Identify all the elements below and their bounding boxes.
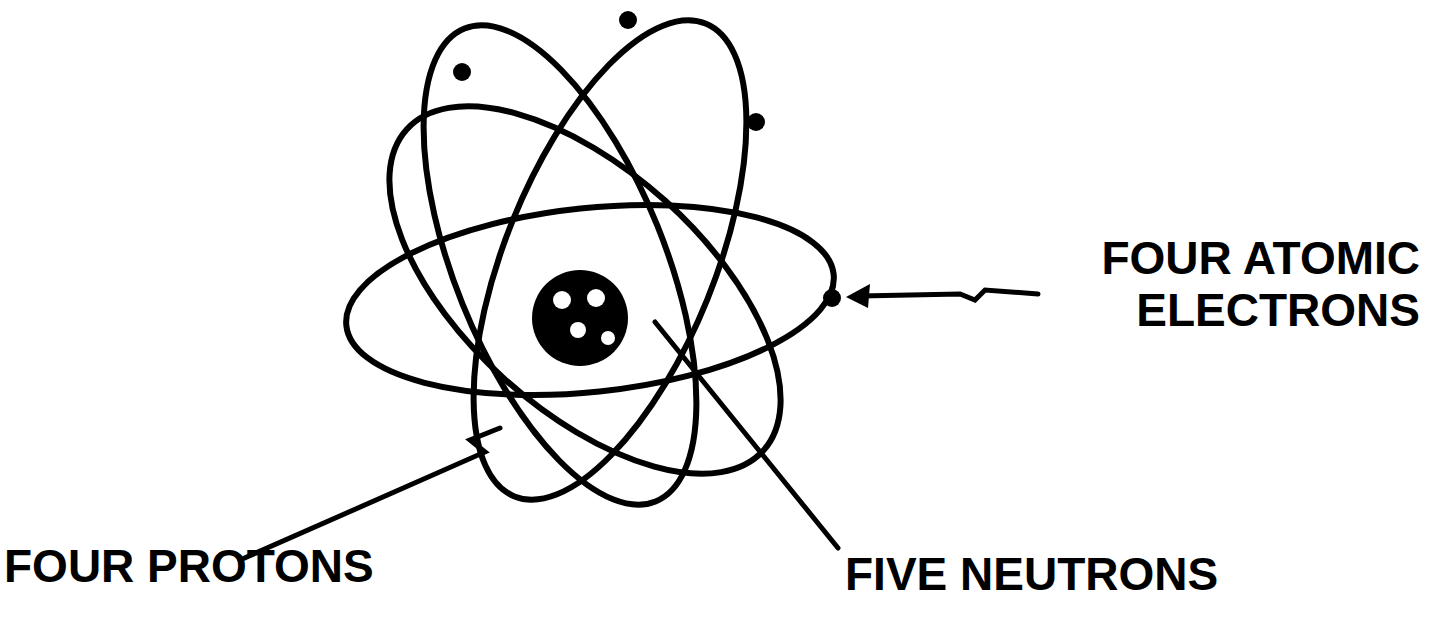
electron [619,11,637,29]
callout-label: FIVE NEUTRONS [845,548,1265,600]
nucleon [587,289,605,307]
electrons [453,11,841,307]
orbit [326,40,843,540]
nucleon [570,322,586,338]
electron [747,113,765,131]
callout-label: FOUR PROTONS [4,540,424,592]
callout-label: FOUR ATOMIC ELECTRONS [1020,232,1420,336]
nucleus-ball [532,270,628,366]
nucleus [532,270,628,366]
leader-line [655,322,838,548]
leader-lines [240,290,1038,560]
orbit [337,183,844,417]
nucleon [601,331,615,345]
nucleon [553,291,571,309]
leader-line [860,290,1038,300]
orbit [367,0,753,541]
electron [823,289,841,307]
electron [453,63,471,81]
arrowhead [846,284,870,308]
